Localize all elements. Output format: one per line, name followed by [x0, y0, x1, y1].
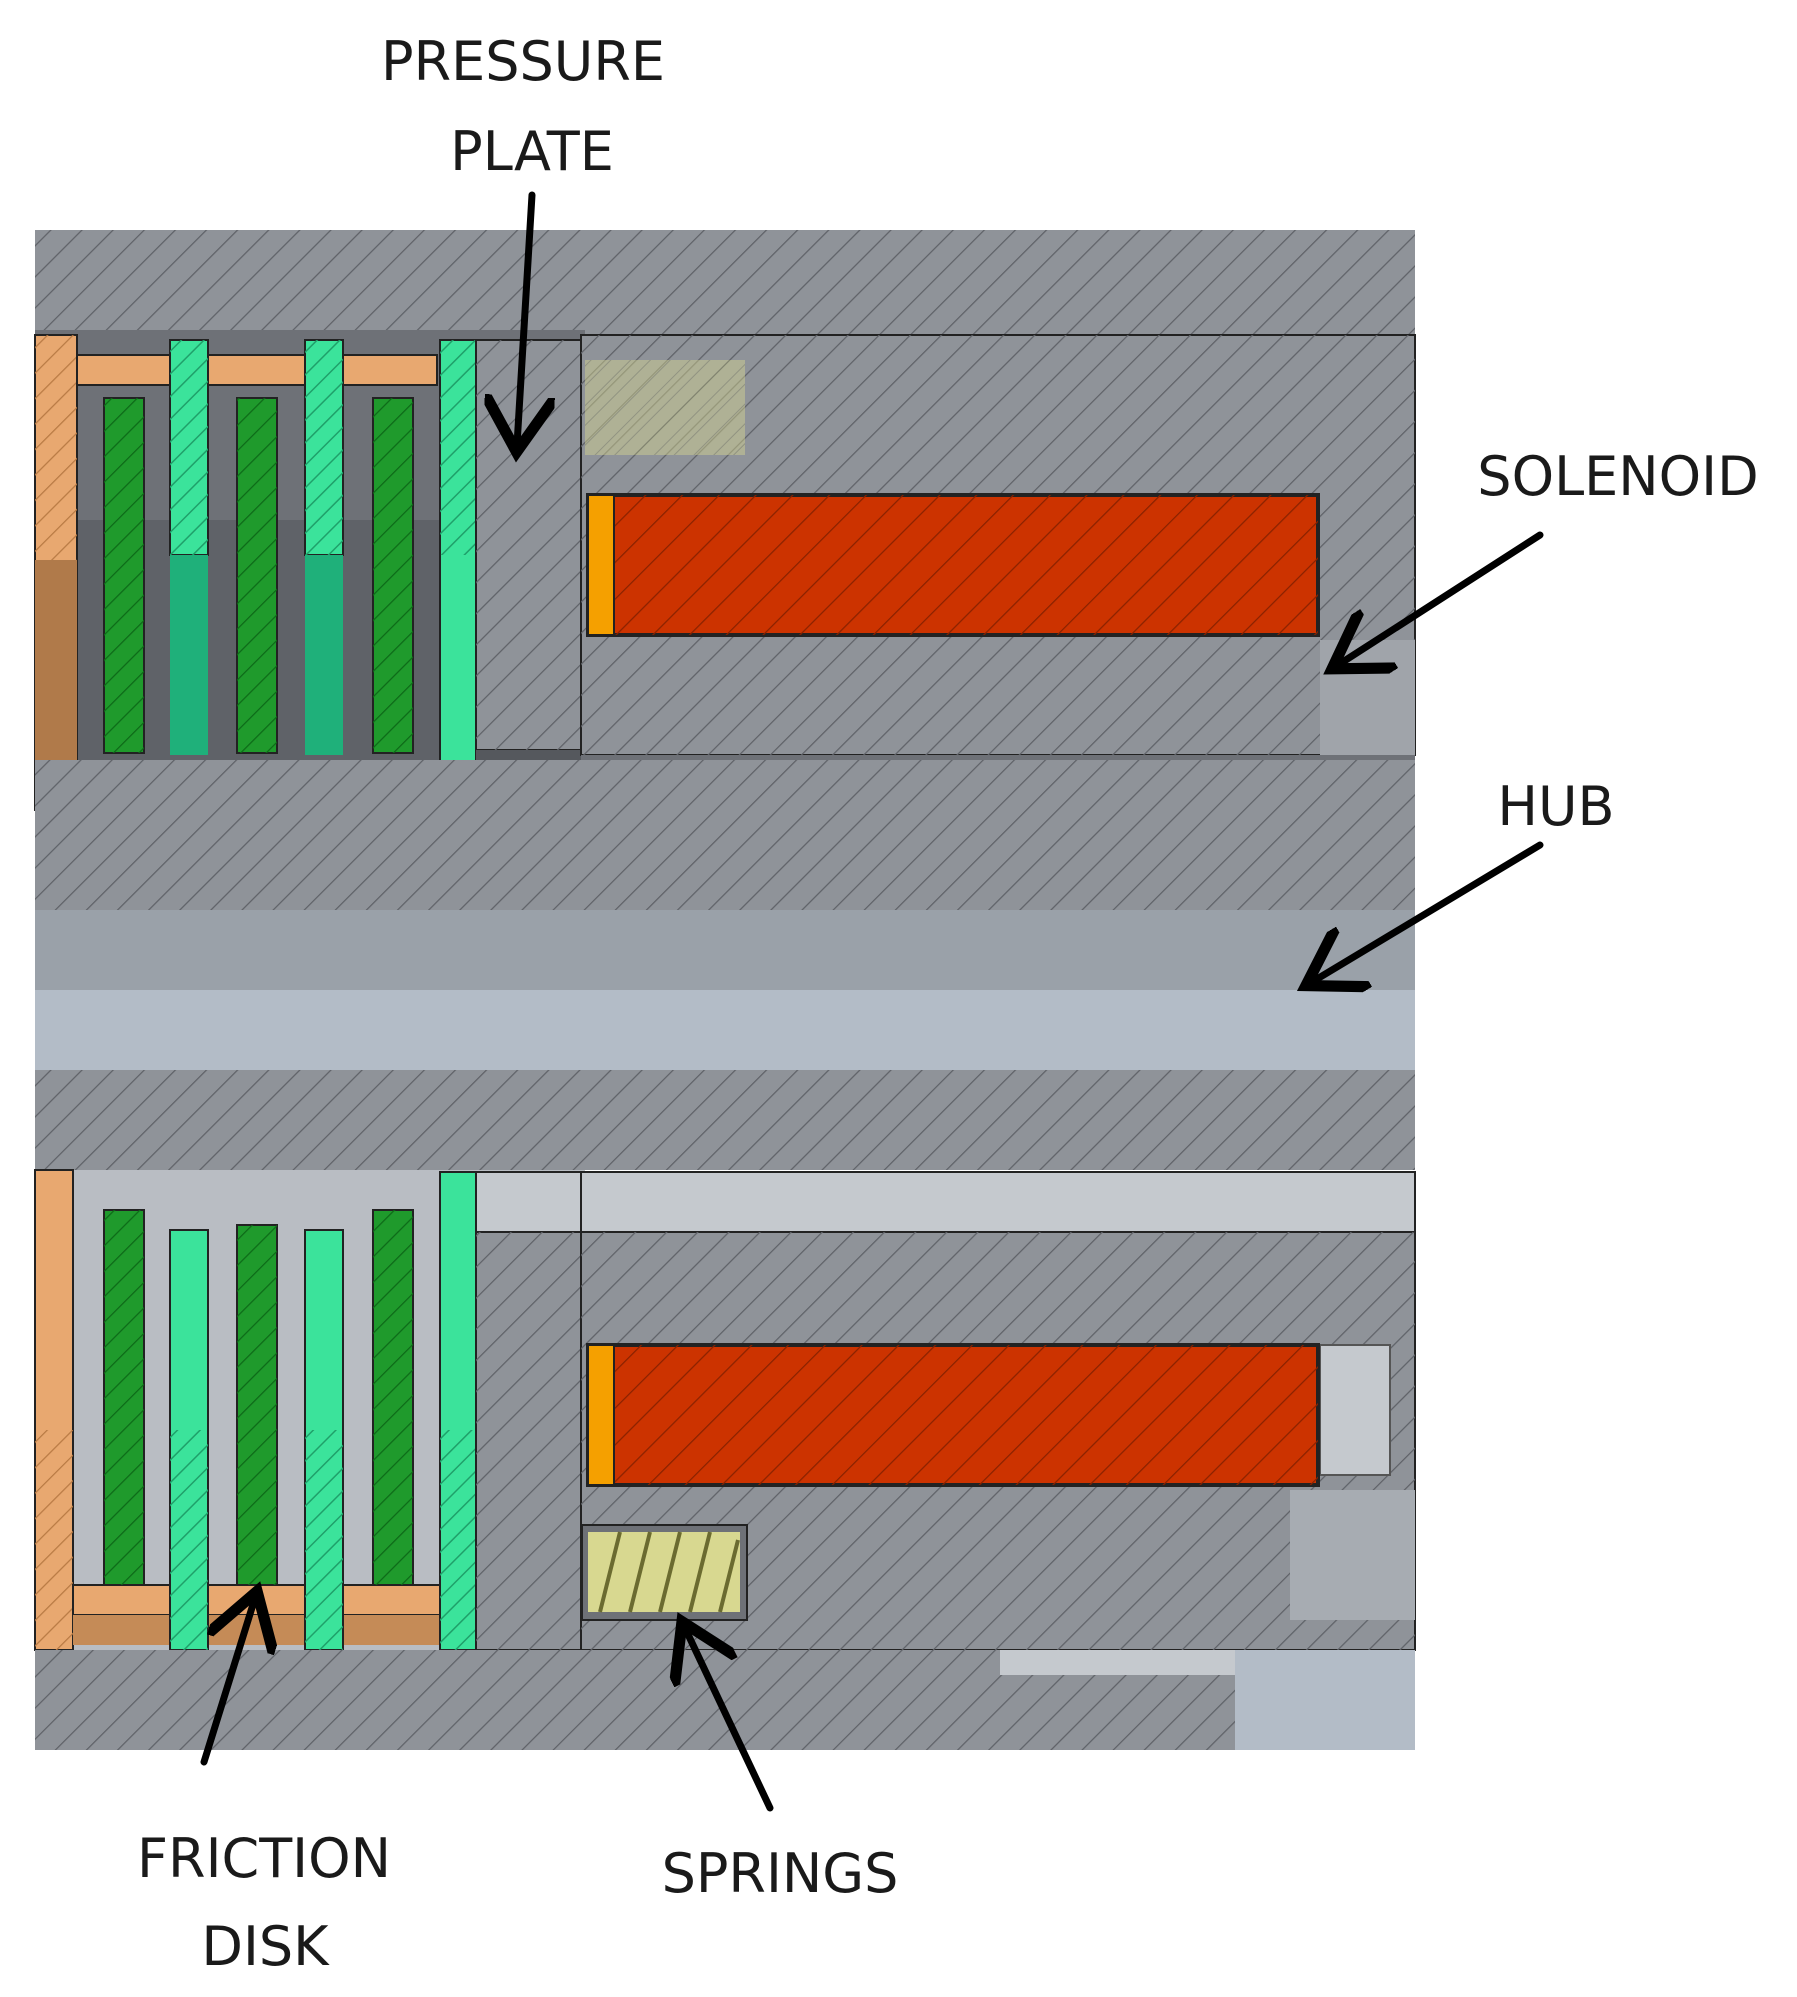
callout-labels: PRESSURE PLATE SOLENOID HUB FRICTION DIS…: [137, 30, 1759, 1978]
solenoid-arrow: [1338, 531, 1544, 665]
friction-disk-label-line2: DISK: [201, 1915, 330, 1978]
hub-arrow: [1312, 841, 1544, 982]
friction-disk-arrow: [200, 1598, 255, 1766]
upper-friction-disks: [103, 397, 414, 754]
pressure-plate-arrow: [517, 191, 532, 445]
hub-bore: [35, 910, 1415, 990]
upper-assembly: [34, 230, 1416, 811]
pressure-plate-label-line2: PLATE: [450, 120, 614, 183]
solenoid-label: SOLENOID: [1477, 445, 1758, 508]
springs-arrow: [685, 1628, 774, 1812]
lower-friction-disks: [103, 1209, 414, 1586]
springs-label: SPRINGS: [662, 1842, 899, 1905]
hub-shaft: [35, 760, 1415, 1170]
pressure-plate-label-line1: PRESSURE: [381, 30, 665, 93]
friction-disk-label-line1: FRICTION: [137, 1827, 391, 1890]
hub-label: HUB: [1497, 775, 1614, 838]
lower-assembly: [34, 1169, 1416, 1750]
springs-graphic: [581, 1524, 748, 1621]
callout-arrows: [200, 191, 1544, 1812]
lower-steel-disks: [169, 1171, 477, 1651]
